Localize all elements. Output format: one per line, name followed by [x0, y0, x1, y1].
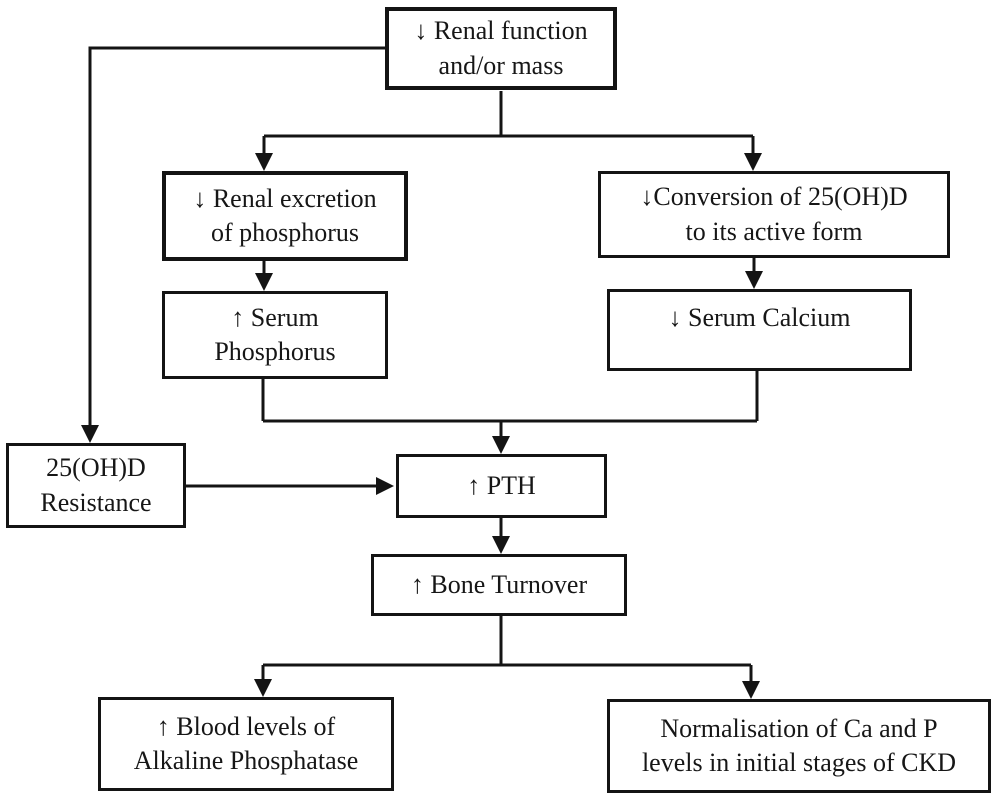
node-renal-function-mass: ↓ Renal function and/or mass: [385, 7, 617, 90]
node-alkaline-phosphatase: ↑ Blood levels of Alkaline Phosphatase: [98, 697, 394, 791]
node-serum-phosphorus: ↑ Serum Phosphorus: [162, 291, 388, 379]
node-serum-calcium: ↓ Serum Calcium: [607, 289, 912, 371]
node-conversion-25ohd: ↓Conversion of 25(OH)D to its active for…: [598, 171, 950, 258]
node-renal-excretion-phosphorus: ↓ Renal excretion of phosphorus: [162, 171, 408, 261]
node-pth: ↑ PTH: [396, 454, 607, 518]
node-normalisation-ca-p: Normalisation of Ca and P levels in init…: [607, 699, 991, 793]
node-25ohd-resistance: 25(OH)D Resistance: [6, 443, 186, 528]
node-bone-turnover: ↑ Bone Turnover: [371, 554, 627, 616]
edge-renal-to-resistance: [81, 46, 386, 443]
